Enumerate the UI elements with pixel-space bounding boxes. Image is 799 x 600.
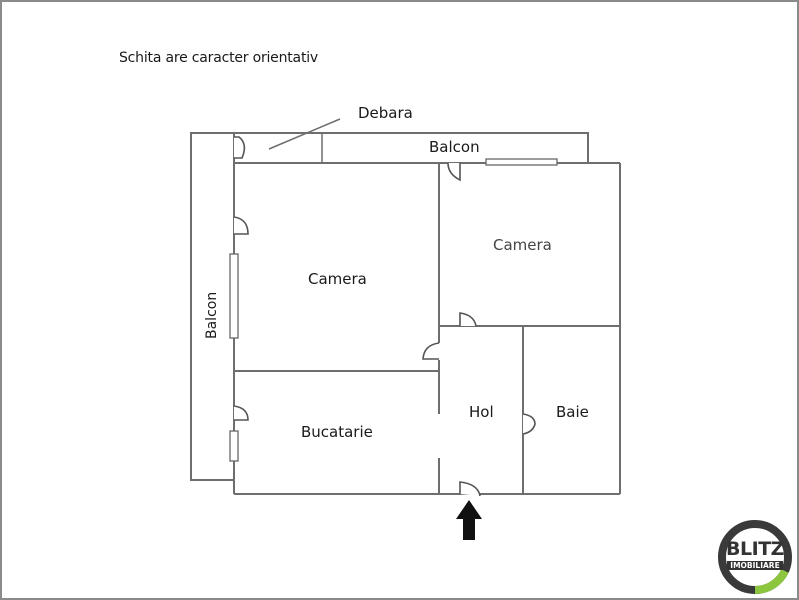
door-debara [234,136,246,159]
label-bucatarie: Bucatarie [301,423,373,441]
logo-subtitle: IMOBILIARE [718,561,792,570]
door-camera-left-balcony [233,216,249,235]
door-camera-right [459,312,477,327]
logo-subtitle-text: IMOBILIARE [727,561,783,570]
label-camera-left: Camera [308,270,367,288]
label-balcon-left: Balcon [204,291,220,339]
label-camera-right: Camera [493,236,552,254]
logo-brand: BLITZ [726,538,784,560]
blitz-imobiliare-logo: BLITZ IMOBILIARE [718,520,792,594]
door-balcony-top [447,162,461,182]
label-hol: Hol [469,403,494,421]
door-entrance [459,481,481,497]
window-camera-right [485,158,558,166]
logo-ring [718,520,792,595]
door-camera-left [422,342,440,360]
label-balcon-top: Balcon [429,138,480,156]
label-baie: Baie [556,403,589,421]
debara-pointer [268,118,341,150]
door-baie [522,413,536,435]
window-bucatarie [229,430,239,462]
label-debara: Debara [358,104,413,122]
door-bucatarie-balcony [233,405,249,421]
balcony-top-outline [234,132,589,163]
balcony-left-outline [190,132,234,481]
disclaimer-note: Schita are caracter orientativ [119,50,319,66]
window-camera-left [229,253,239,339]
entrance-arrow-icon [456,500,482,540]
